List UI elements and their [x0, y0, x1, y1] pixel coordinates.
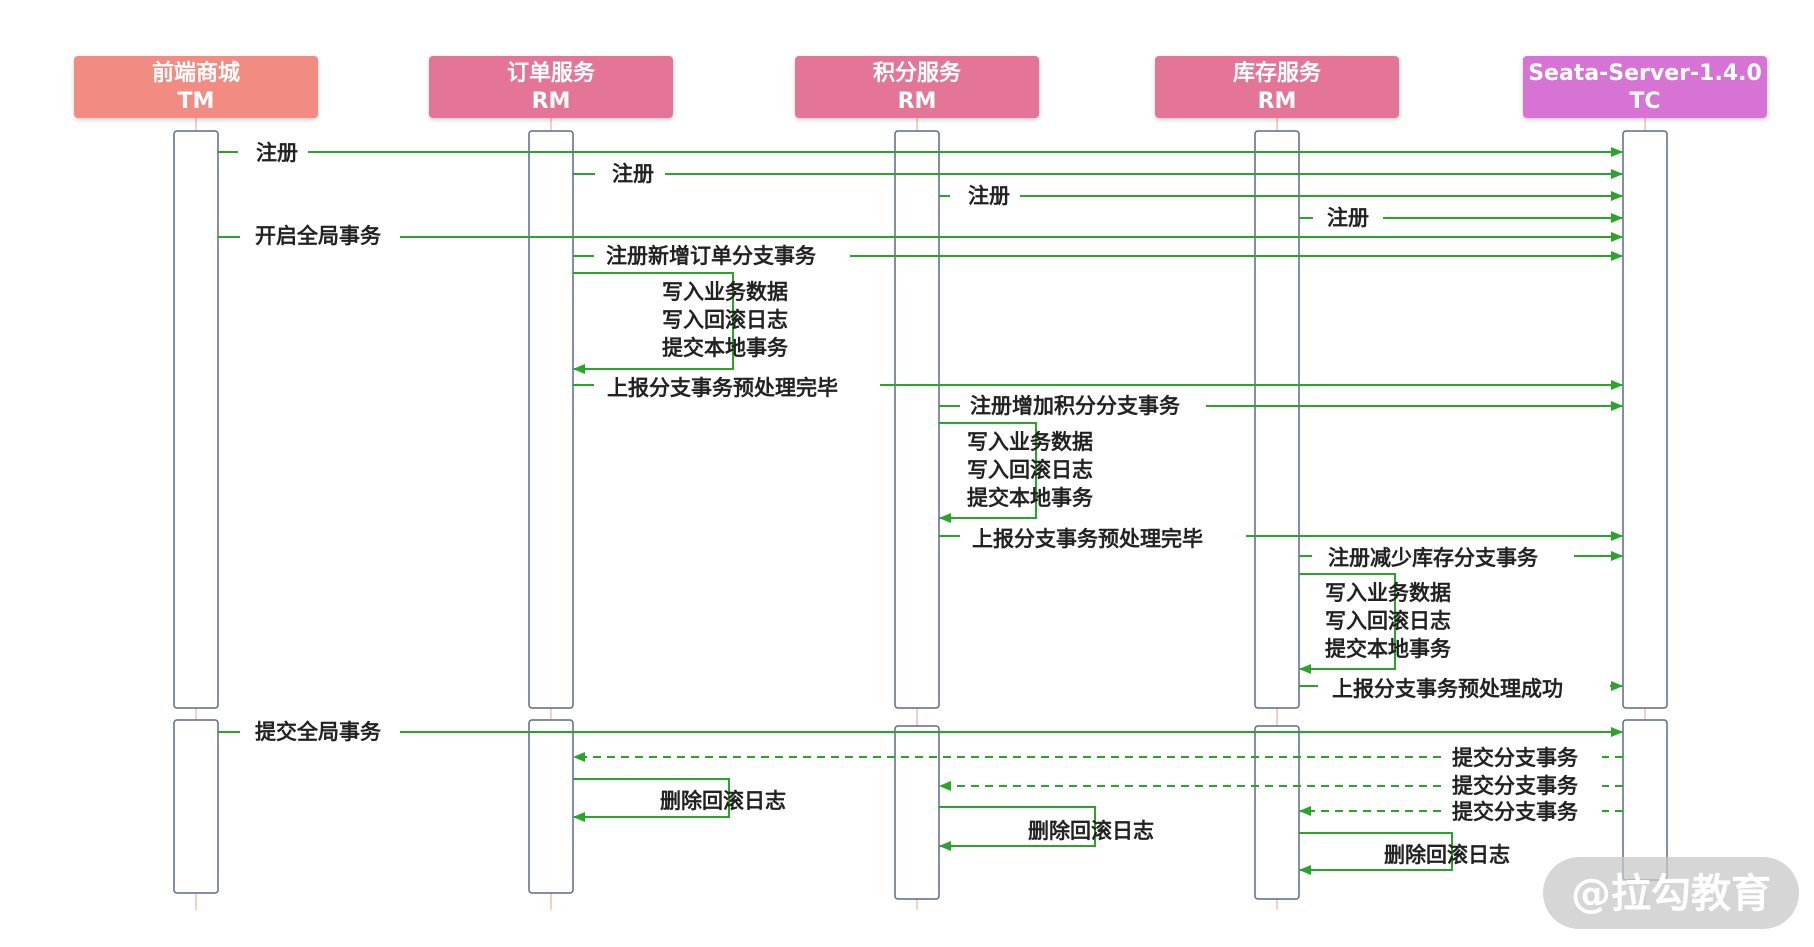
arrow-stock-self [1299, 573, 1396, 674]
label-stock-delete-log: 删除回滚日志 [1384, 843, 1510, 867]
activation-order-2 [528, 719, 574, 894]
participant-role: RM [532, 89, 571, 114]
participant-box [795, 56, 1039, 118]
label-commit-branch-stock: 提交分支事务 [1452, 800, 1579, 824]
label-register-points: 注册 [968, 184, 1010, 208]
watermark: @拉勾教育 [1543, 857, 1799, 929]
arrow-order-delete-log [573, 778, 730, 822]
label-commit-global: 提交全局事务 [255, 720, 382, 744]
label-stock-report: 上报分支事务预处理成功 [1332, 677, 1563, 701]
label-register-order: 注册 [612, 162, 654, 186]
activation-tc-1 [1622, 130, 1668, 709]
activation-stock-1 [1254, 130, 1300, 709]
participant-role: RM [898, 89, 937, 114]
activation-stock-2 [1254, 725, 1300, 900]
label-commit-branch-order: 提交分支事务 [1452, 746, 1579, 770]
label-points-commit-local: 提交本地事务 [967, 486, 1094, 510]
label-begin-global: 开启全局事务 [255, 224, 382, 248]
participant-name: 订单服务 [507, 61, 596, 86]
label-points-write-undo: 写入回滚日志 [967, 458, 1093, 482]
label-order-delete-log: 删除回滚日志 [660, 789, 786, 813]
message-labels: 注册 注册 注册 注册 开启全局事务 注册新增订单分支事务 写入业务数据 写入回… [238, 137, 1610, 867]
activation-frontend-2 [173, 719, 219, 894]
activation-points-1 [894, 130, 940, 709]
participant-role: TC [1629, 89, 1660, 114]
activation-points-2 [894, 725, 940, 900]
participant-box [74, 56, 318, 118]
participant-name: 前端商城 [152, 60, 240, 86]
participant-box [1155, 56, 1399, 118]
participant-box [1523, 56, 1767, 118]
label-order-report: 上报分支事务预处理完毕 [607, 376, 838, 400]
label-stock-commit-local: 提交本地事务 [1325, 637, 1452, 661]
participant-role: RM [1258, 89, 1297, 114]
participant-name: 积分服务 [873, 61, 962, 86]
label-order-write-data: 写入业务数据 [662, 280, 788, 304]
arrow-points-self [939, 422, 1037, 523]
label-register-frontend: 注册 [256, 141, 298, 165]
label-points-report: 上报分支事务预处理完毕 [972, 527, 1203, 551]
arrow-order-self [573, 272, 734, 374]
arrow-stock-delete-log [1299, 832, 1453, 875]
participant-box [429, 56, 673, 118]
participant-role: TM [178, 89, 215, 114]
watermark-text: @拉勾教育 [1571, 871, 1771, 917]
participant-name: 库存服务 [1233, 60, 1322, 86]
label-points-delete-log: 删除回滚日志 [1028, 819, 1154, 843]
participant-points: 积分服务 RM [795, 56, 1039, 118]
participant-name: Seata-Server-1.4.0 [1528, 61, 1762, 86]
label-order-commit-local: 提交本地事务 [662, 336, 789, 360]
label-register-stock: 注册 [1327, 206, 1369, 230]
watermark-badge [1543, 857, 1799, 929]
participant-order: 订单服务 RM [429, 56, 673, 118]
label-register-stock-branch: 注册减少库存分支事务 [1328, 546, 1539, 570]
activation-frontend-1 [173, 130, 219, 709]
participant-tc: Seata-Server-1.4.0 TC [1523, 56, 1767, 118]
participant-stock: 库存服务 RM [1155, 56, 1399, 118]
activation-order-1 [528, 130, 574, 709]
participant-frontend: 前端商城 TM [74, 56, 318, 118]
label-stock-write-data: 写入业务数据 [1325, 581, 1451, 605]
label-register-points-branch: 注册增加积分分支事务 [970, 394, 1181, 418]
arrow-points-delete-log [939, 806, 1096, 851]
label-stock-write-undo: 写入回滚日志 [1325, 609, 1451, 633]
label-order-write-undo: 写入回滚日志 [662, 308, 788, 332]
label-points-write-data: 写入业务数据 [967, 430, 1093, 454]
activation-tc-2 [1622, 719, 1668, 881]
label-commit-branch-points: 提交分支事务 [1452, 774, 1579, 798]
label-register-order-branch: 注册新增订单分支事务 [606, 244, 817, 268]
activations [173, 130, 1668, 900]
